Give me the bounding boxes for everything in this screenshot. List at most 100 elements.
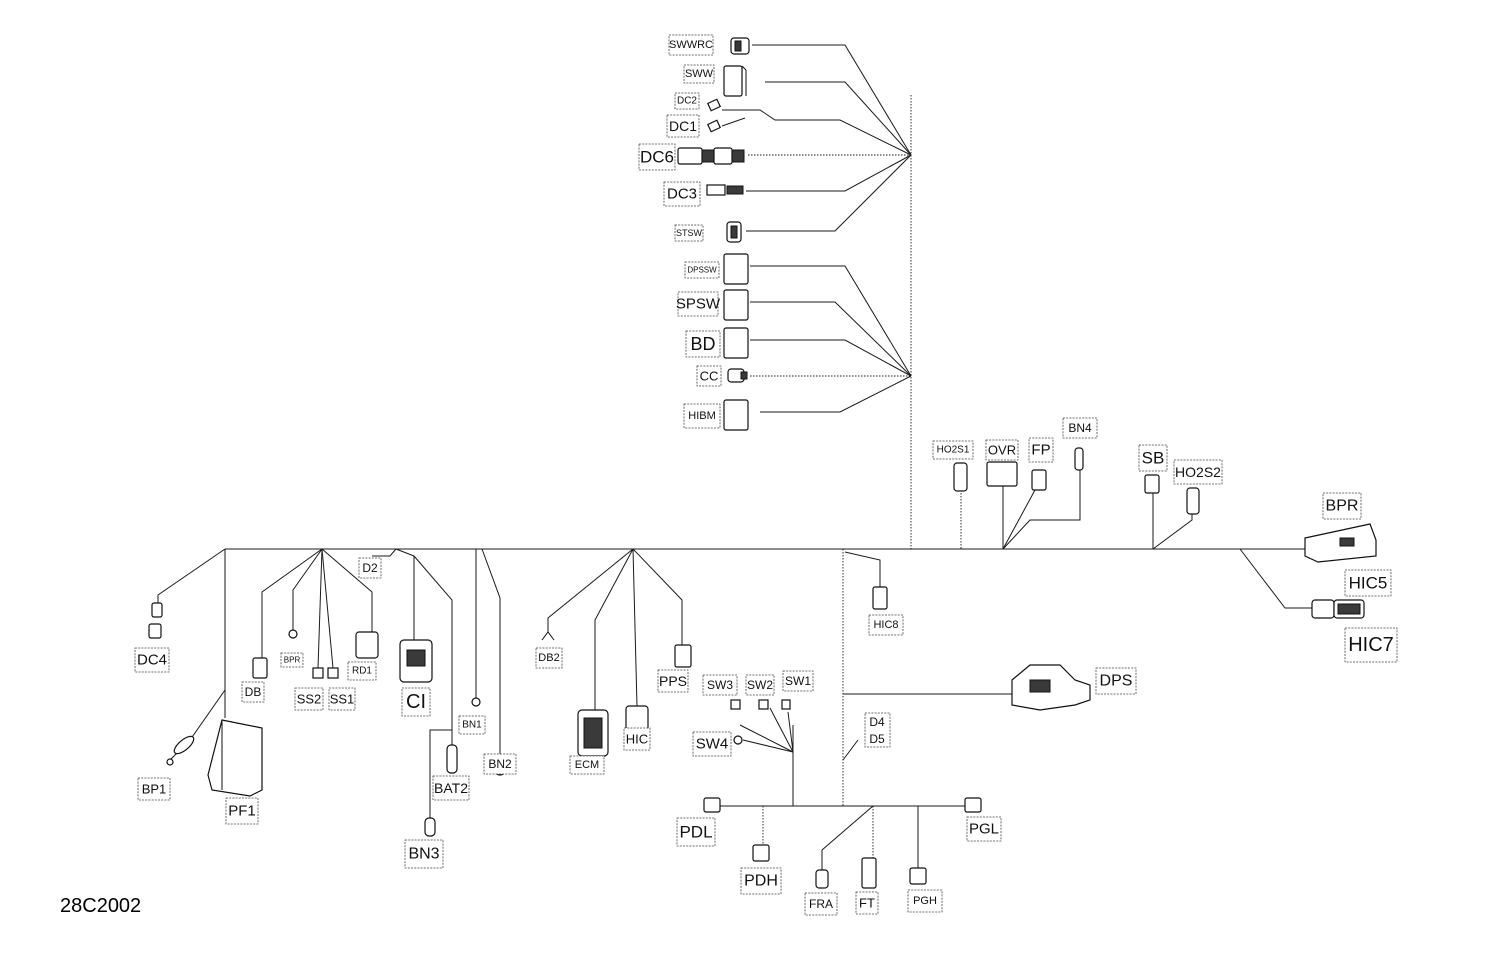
svg-text:PGL: PGL: [969, 821, 999, 838]
connector-ovr: [986, 461, 1018, 487]
connector-hic5-hic7: [1311, 599, 1365, 619]
svg-text:BN4: BN4: [1068, 421, 1092, 435]
label-db: DB: [241, 681, 265, 703]
label-ss1: SS1: [328, 687, 356, 711]
label-pgl: PGL: [966, 816, 1002, 842]
connector-pps: [674, 644, 692, 668]
connector-ho2s1: [953, 462, 968, 492]
label-fra: FRA: [804, 892, 838, 916]
switch-sw3: [730, 699, 741, 710]
svg-text:DC4: DC4: [137, 652, 167, 669]
terminal-bn1: [471, 697, 481, 707]
svg-text:DC3: DC3: [667, 186, 697, 203]
connector-sb: [1144, 474, 1160, 494]
svg-text:D2: D2: [362, 561, 378, 575]
svg-text:PPS: PPS: [659, 673, 687, 689]
connector-dc3: [706, 184, 744, 196]
svg-text:DPS: DPS: [1100, 673, 1133, 690]
connector-ho2s2: [1186, 487, 1200, 515]
label-bpr-small: BPR: [280, 652, 304, 668]
label-swwrc: SWWRC: [668, 34, 714, 56]
svg-text:SB: SB: [1142, 449, 1165, 468]
connector-dc6: [677, 147, 745, 165]
connector-hibm: [723, 399, 749, 431]
label-db2: DB2: [535, 647, 563, 669]
connector-hic8: [872, 586, 888, 610]
connector-bd: [723, 327, 749, 359]
connector-pgh: [909, 867, 927, 885]
label-ho2s2: HO2S2: [1173, 459, 1223, 485]
label-dc1: DC1: [666, 114, 700, 138]
label-bn1: BN1: [458, 715, 486, 735]
svg-text:SW4: SW4: [696, 736, 729, 753]
label-sw2: SW2: [745, 674, 775, 696]
label-rd1: RD1: [347, 661, 377, 681]
svg-text:ECM: ECM: [575, 759, 599, 771]
label-bn4: BN4: [1062, 417, 1098, 439]
svg-text:BPR: BPR: [284, 656, 301, 665]
connector-swwrc: [730, 37, 750, 55]
svg-text:CC: CC: [700, 369, 719, 384]
svg-text:HO2S2: HO2S2: [1175, 464, 1221, 480]
label-dps: DPS: [1095, 667, 1137, 695]
svg-text:BD: BD: [690, 334, 715, 354]
svg-text:BPR: BPR: [1326, 498, 1359, 515]
svg-text:SW2: SW2: [747, 678, 773, 692]
connector-dc2: [706, 98, 722, 112]
svg-text:DC1: DC1: [669, 118, 697, 134]
svg-text:DC6: DC6: [640, 148, 674, 167]
svg-text:BAT2: BAT2: [434, 780, 468, 796]
connector-bpr-small: [288, 629, 298, 639]
svg-text:SWWRC: SWWRC: [669, 39, 713, 51]
svg-text:FRA: FRA: [809, 897, 833, 911]
label-sw3: SW3: [702, 674, 738, 696]
components: [148, 37, 1377, 889]
label-ft: FT: [855, 891, 879, 915]
label-pdh: PDH: [740, 867, 782, 895]
fuse-box-pf1: [207, 719, 263, 797]
connector-fra: [815, 869, 829, 889]
label-ovr: OVR: [985, 439, 1019, 461]
label-dc2: DC2: [674, 92, 700, 110]
label-bp1: BP1: [137, 777, 171, 801]
svg-text:RD1: RD1: [352, 666, 372, 677]
svg-text:PDH: PDH: [744, 873, 778, 890]
connector-bpr: [1304, 523, 1377, 563]
label-bn3: BN3: [404, 839, 444, 869]
labels: SWWRC SWW DC2 DC1 DC6 DC3 STSW DPSSW SPS…: [134, 34, 1398, 916]
harness-wires: [157, 44, 1312, 870]
label-hibm: HIBM: [683, 403, 721, 429]
svg-text:BN3: BN3: [408, 846, 439, 863]
diagram-id: 28C2002: [60, 895, 141, 917]
connector-spsw: [723, 289, 749, 321]
label-hic: HIC: [623, 727, 651, 751]
connector-db: [252, 657, 268, 679]
connector-sww: [723, 65, 747, 97]
label-bpr: BPR: [1322, 492, 1362, 520]
label-dc3: DC3: [663, 181, 701, 207]
svg-text:BN2: BN2: [488, 757, 512, 771]
label-pps: PPS: [657, 669, 689, 693]
svg-text:PDL: PDL: [679, 823, 712, 842]
label-hic8: HIC8: [868, 614, 904, 636]
label-sww: SWW: [683, 64, 715, 84]
svg-text:HIC: HIC: [626, 732, 648, 747]
label-fp: FP: [1028, 437, 1054, 463]
svg-text:SW3: SW3: [707, 678, 733, 692]
connector-fp: [1031, 469, 1047, 491]
connector-pdh: [752, 844, 770, 862]
module-dps: [1011, 664, 1091, 711]
svg-text:OVR: OVR: [988, 443, 1016, 458]
svg-text:BP1: BP1: [142, 782, 167, 797]
label-dc6: DC6: [638, 143, 676, 171]
svg-text:SS1: SS1: [330, 692, 355, 707]
connector-rd1: [355, 631, 379, 659]
connector-hic: [625, 705, 649, 731]
svg-text:HIC7: HIC7: [1348, 634, 1394, 656]
connector-dc4-b: [148, 623, 162, 639]
svg-text:STSW: STSW: [676, 228, 703, 238]
label-spsw: SPSW: [676, 291, 721, 317]
svg-text:DB2: DB2: [538, 652, 559, 664]
